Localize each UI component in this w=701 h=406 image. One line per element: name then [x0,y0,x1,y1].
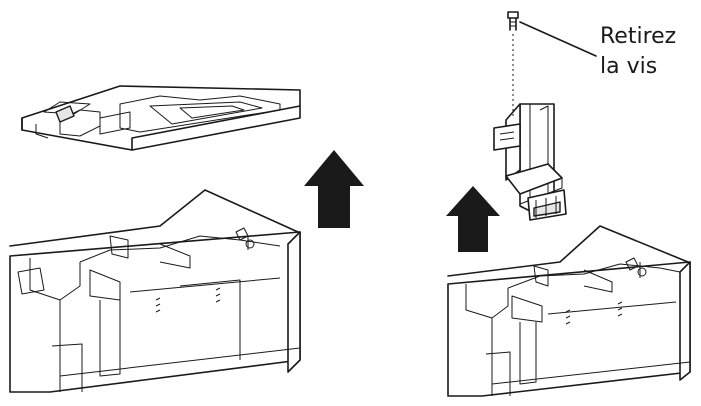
callout-line-2: la vis [600,54,658,79]
arrow-up-icon [304,150,364,228]
pump-component [493,103,567,221]
base-housing-left [9,189,301,393]
remove-screw-callout: Retirez la vis [600,22,676,82]
arrow-up-icon [446,186,500,252]
callout-line-1: Retirez [600,24,677,49]
top-cover-lid [21,85,301,151]
callout-leader-line [519,21,597,57]
base-housing-right [447,225,691,397]
screw-icon [507,11,519,31]
